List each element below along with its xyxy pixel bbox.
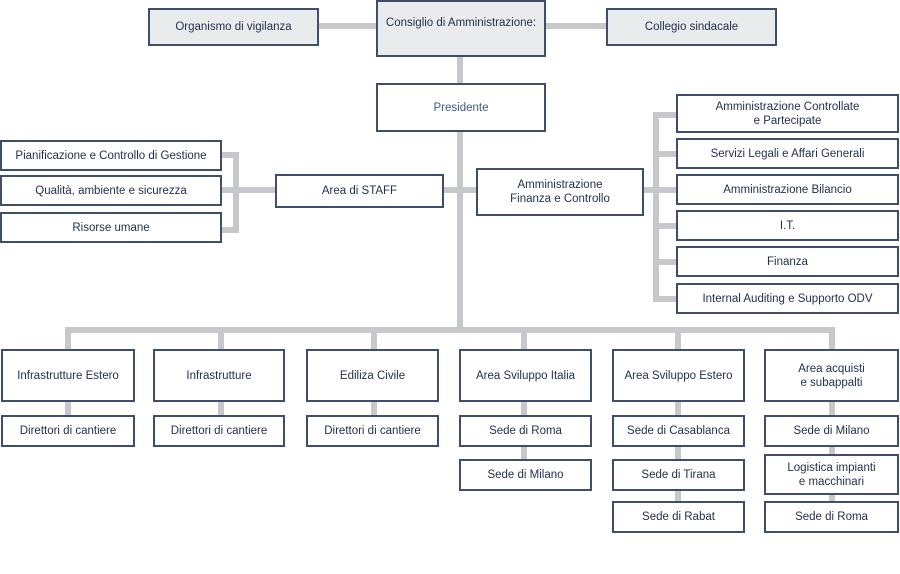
- box-unit-sede-milano: Sede di Milano: [459, 459, 592, 491]
- box-consiglio-amministrazione: Consiglio di Amministrazione:: [376, 0, 546, 57]
- connector: [643, 187, 656, 193]
- connector: [218, 333, 224, 350]
- connector: [371, 401, 377, 416]
- box-qualita-ambiente: Qualità, ambiente e sicurezza: [0, 175, 222, 206]
- box-division-infrastrutture: Infrastrutture: [153, 349, 285, 402]
- box-division-acquisti-subappalti: Area acquisti e subappalti: [764, 349, 899, 402]
- box-organismo-vigilanza: Organismo di vigilanza: [148, 8, 319, 46]
- connector: [371, 333, 377, 350]
- box-internal-auditing: Internal Auditing e Supporto ODV: [676, 283, 899, 314]
- connector: [653, 187, 677, 193]
- connector: [675, 333, 681, 350]
- connector: [218, 401, 224, 416]
- connector: [65, 333, 71, 350]
- connector: [829, 333, 835, 350]
- box-unit-direttori-cantiere: Direttori di cantiere: [1, 415, 135, 447]
- connector: [221, 187, 276, 193]
- box-finanza: Finanza: [676, 246, 899, 277]
- connector: [318, 23, 377, 29]
- box-presidente: Presidente: [376, 83, 546, 132]
- box-unit-logistica-impianti: Logistica impianti e macchinari: [764, 454, 899, 495]
- connector: [457, 56, 463, 84]
- box-division-sviluppo-italia: Area Sviluppo Italia: [459, 349, 592, 402]
- connector: [521, 333, 527, 350]
- connector: [653, 223, 677, 229]
- box-unit-direttori-cantiere: Direttori di cantiere: [153, 415, 285, 447]
- box-amministrazione-bilancio: Amministrazione Bilancio: [676, 174, 899, 205]
- connector: [221, 152, 233, 158]
- box-collegio-sindacale: Collegio sindacale: [606, 8, 777, 46]
- box-unit-sede-rabat: Sede di Rabat: [612, 501, 745, 533]
- connector: [653, 151, 677, 157]
- connector: [65, 327, 835, 333]
- connector: [829, 401, 835, 503]
- box-unit-sede-roma: Sede di Roma: [764, 501, 899, 533]
- box-division-infrastrutture-estero: Infrastrutture Estero: [1, 349, 135, 402]
- connector: [675, 401, 681, 503]
- box-pianificazione-controllo: Pianificazione e Controllo di Gestione: [0, 140, 222, 171]
- box-unit-direttori-cantiere: Direttori di cantiere: [306, 415, 439, 447]
- connector: [653, 296, 677, 302]
- connector: [65, 401, 71, 416]
- box-unit-sede-tirana: Sede di Tirana: [612, 459, 745, 491]
- box-amministrazione-controllate: Amministrazione Controllate e Partecipat…: [676, 94, 899, 133]
- connector: [545, 23, 607, 29]
- box-unit-sede-casablanca: Sede di Casablanca: [612, 415, 745, 447]
- connector: [233, 152, 239, 233]
- box-servizi-legali: Servizi Legali e Affari Generali: [676, 138, 899, 169]
- connector: [653, 112, 659, 302]
- box-division-ediliza-civile: Ediliza Civile: [306, 349, 439, 402]
- connector: [457, 131, 463, 333]
- box-amministrazione-finanza-controllo: Amministrazione Finanza e Controllo: [476, 168, 644, 216]
- box-it: I.T.: [676, 210, 899, 241]
- connector: [463, 187, 477, 193]
- connector: [221, 227, 233, 233]
- box-unit-sede-milano: Sede di Milano: [764, 415, 899, 447]
- connector: [653, 259, 677, 265]
- connector: [653, 112, 677, 118]
- box-area-staff: Area di STAFF: [275, 174, 444, 208]
- box-risorse-umane: Risorse umane: [0, 212, 222, 243]
- box-division-sviluppo-estero: Area Sviluppo Estero: [612, 349, 745, 402]
- connector: [443, 187, 457, 193]
- box-unit-sede-roma: Sede di Roma: [459, 415, 592, 447]
